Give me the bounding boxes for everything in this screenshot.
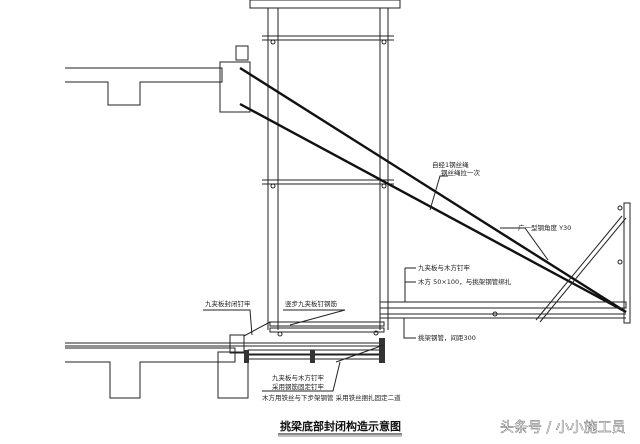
- cantilever-platform: [379, 202, 631, 324]
- label-vertical-plywood: 竖步九夹板钉钢筋: [285, 299, 338, 308]
- upper-slab: [65, 45, 251, 113]
- wire-rope-lower: [239, 102, 627, 314]
- label-wire-rope: 自经1钢丝绳: [432, 160, 469, 169]
- label-bottom-note-2: 采用钢筋固定钉牢: [272, 382, 325, 391]
- label-wire-rope-2: 钢丝绳拉一次: [441, 168, 481, 177]
- scaffold: [262, 8, 394, 330]
- watermark: 头条号 / 小小施工员: [500, 419, 626, 436]
- upper-structure: [249, 0, 401, 9]
- label-pipe: 挑架钢管，间距300: [418, 333, 476, 342]
- upper-cantilever-beam: [219, 61, 251, 113]
- label-plywood-nailed: 九夹板与木方钉牢: [418, 263, 471, 272]
- diagram-title: 挑梁底部封闭构造示意图: [280, 419, 401, 433]
- label-bottom-note-3: 木方用铁丝与下步架钢管 采用铁丝捆扎固定二道: [262, 393, 401, 402]
- label-plywood-closed: 九夹板封闭钉牢: [205, 299, 251, 308]
- lower-slab: [65, 334, 385, 399]
- leader-lines: [203, 175, 549, 392]
- vertical-guard: [623, 202, 631, 324]
- label-angle-steel: 广一型钢角度 Y30: [518, 223, 571, 232]
- wire-rope-upper: [239, 66, 627, 314]
- label-bottom-note-1: 九夹板与木方钉牢: [272, 373, 325, 382]
- label-timber: 木方 50×100，与挑架钢管绑扎: [418, 277, 512, 286]
- bottom-closure: [243, 321, 385, 363]
